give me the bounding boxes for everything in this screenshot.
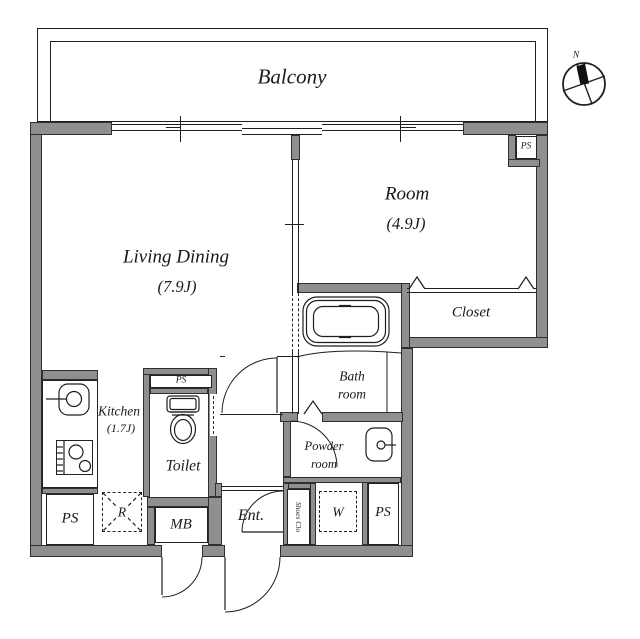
bathtub <box>302 296 390 347</box>
stove <box>56 440 93 475</box>
balcony-outer-rail <box>37 28 548 122</box>
window-center-tick <box>180 116 182 142</box>
wall-segment <box>215 483 222 497</box>
pipe-space-label-bottom-left: PS <box>61 510 79 527</box>
wall-segment <box>463 122 548 135</box>
powder-room-label-2: room <box>311 456 337 471</box>
bathroom-floor-line <box>296 350 402 412</box>
refrigerator-label: R <box>115 504 129 520</box>
partition-line-dashed <box>298 293 299 352</box>
wall-segment <box>30 122 112 135</box>
kitchen-label: Kitchen <box>98 403 140 419</box>
partition-line <box>292 352 294 414</box>
living-dining-label: Living Dining <box>122 246 230 268</box>
window-line <box>112 124 242 126</box>
entrance-step-line <box>222 486 283 487</box>
door-jamb <box>220 356 225 358</box>
north-compass-icon <box>562 62 606 106</box>
partition-line <box>298 352 300 414</box>
partition-line-dashed <box>292 293 293 352</box>
pipe-space-label-top-right: PS <box>520 141 532 152</box>
living-dining-size: (7.9J) <box>157 276 197 296</box>
shoes-closet-box <box>287 489 310 545</box>
wall-segment <box>30 545 162 557</box>
wall-segment <box>208 497 222 545</box>
entrance-door <box>224 556 281 613</box>
window-line <box>322 124 463 126</box>
window-center-tick <box>400 116 402 142</box>
wall-segment <box>147 507 155 545</box>
balcony-inner-rail <box>50 41 536 122</box>
window-center-tick <box>400 127 416 129</box>
hall-floor-line <box>220 414 283 415</box>
shoes-closet-door <box>241 490 284 533</box>
north-label: N <box>572 50 580 61</box>
entrance-label: Ent. <box>237 507 265 524</box>
washer-space-box <box>319 491 357 532</box>
wall-segment <box>401 283 410 348</box>
wall-segment <box>202 545 225 557</box>
pipe-space-box <box>516 136 537 159</box>
wall-segment <box>291 135 300 160</box>
washer-label: W <box>332 504 344 520</box>
shoes-closet-label: Shoes Clo <box>293 501 303 533</box>
wall-segment <box>310 483 316 545</box>
wall-segment <box>150 388 208 394</box>
wall-segment <box>508 159 540 167</box>
toilet-label: Toilet <box>165 457 201 475</box>
hall-door <box>221 357 278 414</box>
partition-tick <box>285 224 304 226</box>
wash-basin <box>365 427 396 462</box>
room-label: Room <box>384 183 430 205</box>
window-center-tick <box>166 127 180 129</box>
wall-segment <box>280 412 298 422</box>
pipe-space-box <box>150 375 212 388</box>
wall-segment <box>42 488 98 494</box>
meter-box-door <box>161 556 203 598</box>
closet-label: Closet <box>451 304 491 321</box>
bath-room-label-1: Bath <box>339 368 365 384</box>
room-size: (4.9J) <box>386 213 426 233</box>
partition-line <box>292 160 294 293</box>
kitchen-sink <box>46 383 90 416</box>
window-line <box>242 134 322 136</box>
wall-segment <box>322 412 403 422</box>
stove-burners <box>57 441 92 474</box>
window-line <box>322 130 463 132</box>
balcony-label: Balcony <box>257 64 327 89</box>
toilet-door <box>213 396 214 434</box>
pipe-space-label-toilet: PS <box>175 375 187 386</box>
powder-room-door <box>290 420 338 468</box>
meter-box-label: MB <box>170 516 192 533</box>
pipe-space-label-bottom-right: PS <box>375 505 391 520</box>
wall-segment <box>42 370 98 380</box>
kitchen-size: (1.7J) <box>106 421 136 435</box>
bath-door-marker <box>303 399 323 415</box>
entrance-step-line <box>222 490 283 491</box>
meter-box <box>155 507 208 543</box>
toilet-fixture <box>166 395 200 445</box>
door-jamb <box>277 356 298 358</box>
closet-track-line <box>407 288 536 290</box>
closet-track-line <box>407 292 536 294</box>
partition-line <box>298 160 300 293</box>
powder-room-label-1: Powder <box>304 438 344 453</box>
pipe-space-box <box>46 494 94 545</box>
window-line <box>242 128 322 130</box>
pipe-space-box <box>368 483 399 545</box>
window-line <box>112 130 242 132</box>
wall-segment <box>283 477 401 483</box>
wall-segment <box>280 545 413 557</box>
bath-room-label-2: room <box>337 386 367 402</box>
refrigerator-cross <box>102 492 142 532</box>
closet-door-marker <box>408 275 535 290</box>
